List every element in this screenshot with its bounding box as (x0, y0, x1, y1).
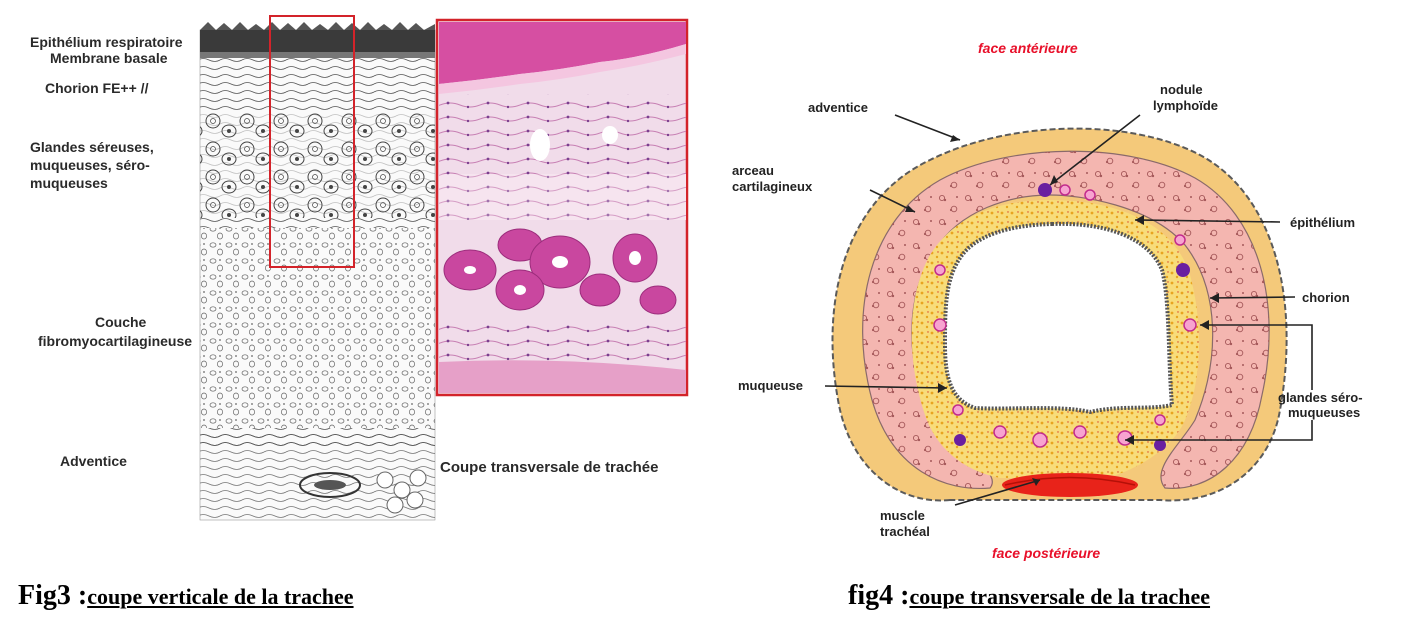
label-face-posterior: face postérieure (992, 545, 1101, 561)
label-nodule-line2: lymphoïde (1153, 98, 1219, 113)
label-couche-line2: fibromyocartilagineuse (38, 333, 193, 349)
fig3-caption-separator: : (70, 580, 88, 611)
fig4-caption-number: fig4 (848, 580, 894, 611)
lymphoid-nodules (954, 183, 1190, 451)
label-arceau-line2: cartilagineux (732, 179, 813, 194)
fig3-caption: Fig3 :coupe verticale de la trachee (18, 580, 354, 612)
label-glandes-line2: muqueuses, séro- (30, 157, 150, 173)
highlight-box (269, 15, 355, 268)
fig3-drawing (199, 15, 689, 521)
fig4-caption-separator: : (893, 580, 910, 611)
fig3-caption-text: coupe verticale de la trachee (87, 584, 354, 609)
label-chorion-fig4: chorion (1302, 290, 1350, 305)
histology-drawing (199, 22, 436, 521)
label-nodule-line1: nodule (1160, 82, 1203, 97)
label-arceau-line1: arceau (732, 163, 774, 178)
glands-seromucous (933, 184, 1197, 448)
label-muqueuse: muqueuse (738, 378, 804, 393)
micrograph-photo (435, 18, 689, 397)
chorion-layer (911, 200, 1200, 478)
label-epithelium-fig4: épithélium (1290, 215, 1356, 230)
label-muscle-line2: trachéal (880, 524, 930, 539)
label-glandes-line1: Glandes séreuses, (30, 139, 154, 155)
label-face-anterior: face antérieure (978, 40, 1078, 56)
label-glandes-line2-fig4: muqueuses (1288, 405, 1361, 420)
label-couche-line1: Couche (95, 314, 147, 330)
lumen (942, 221, 1175, 415)
label-glandes-line3: muqueuses (30, 175, 108, 191)
label-adventice-fig4: adventice (808, 100, 868, 115)
photo-caption: Coupe transversale de trachée (440, 459, 659, 476)
fig4-caption-text: coupe transversale de la trachee (909, 584, 1211, 609)
label-epithelium-respiratoire: Epithélium respiratoire (30, 34, 183, 50)
muscle-trachealis (1002, 473, 1138, 497)
label-membrane-basale: Membrane basale (50, 50, 168, 66)
label-muscle-line1: muscle (880, 508, 925, 523)
fig3-caption-number: Fig3 (18, 580, 71, 611)
cartilage-ring (862, 150, 1270, 490)
fig4-caption: fig4 :coupe transversale de la trachee (848, 580, 1210, 612)
label-chorion: Chorion FE++ // (45, 80, 149, 96)
label-adventice-fig3: Adventice (60, 453, 127, 469)
adventice-layer (831, 127, 1288, 502)
label-glandes-line1-fig4: glandes séro- (1278, 390, 1363, 405)
